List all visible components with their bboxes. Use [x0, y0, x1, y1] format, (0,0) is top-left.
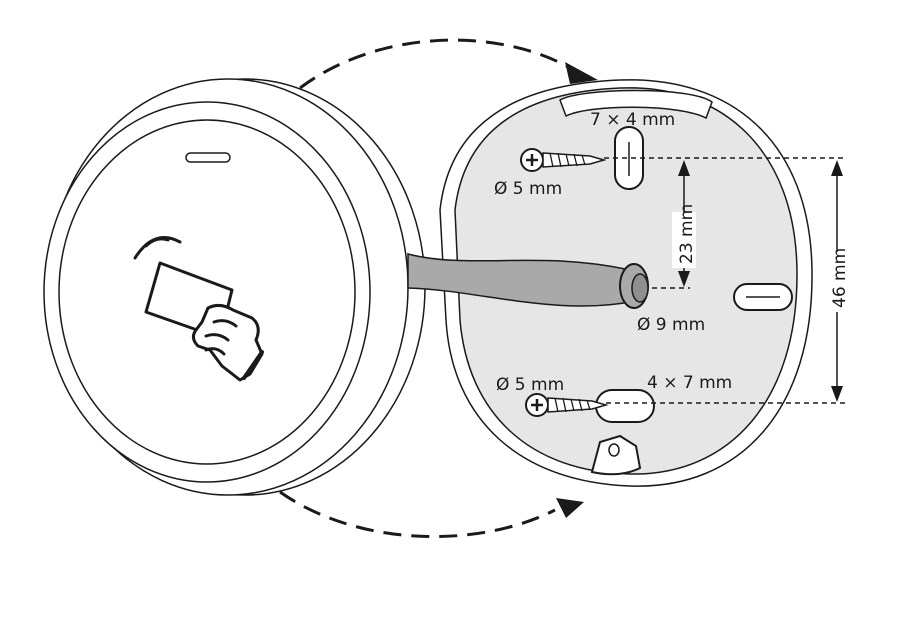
cable-hole-diameter: Ø 9 mm: [637, 315, 705, 335]
bottom-slot-dimension: 4 × 7 mm: [647, 373, 732, 393]
long-spacing-dimension: 46 mm: [830, 248, 850, 308]
reader-housing: [43, 78, 426, 496]
rotation-arrow-bottom: [279, 490, 584, 539]
cable: [407, 253, 649, 309]
top-slot-dimension: 7 × 4 mm: [590, 110, 675, 130]
short-spacing-dimension: 23 mm: [677, 204, 697, 264]
screw-icon: [520, 148, 607, 172]
screw-icon: [525, 393, 609, 417]
dimension-arrowheads: [678, 160, 843, 402]
top-screw-diameter: Ø 5 mm: [494, 179, 562, 199]
rotation-arrow-top: [299, 38, 598, 90]
bottom-screw-diameter: Ø 5 mm: [496, 375, 564, 395]
card-in-hand-contactless-icon: [133, 236, 264, 382]
led-indicator: [185, 152, 231, 163]
